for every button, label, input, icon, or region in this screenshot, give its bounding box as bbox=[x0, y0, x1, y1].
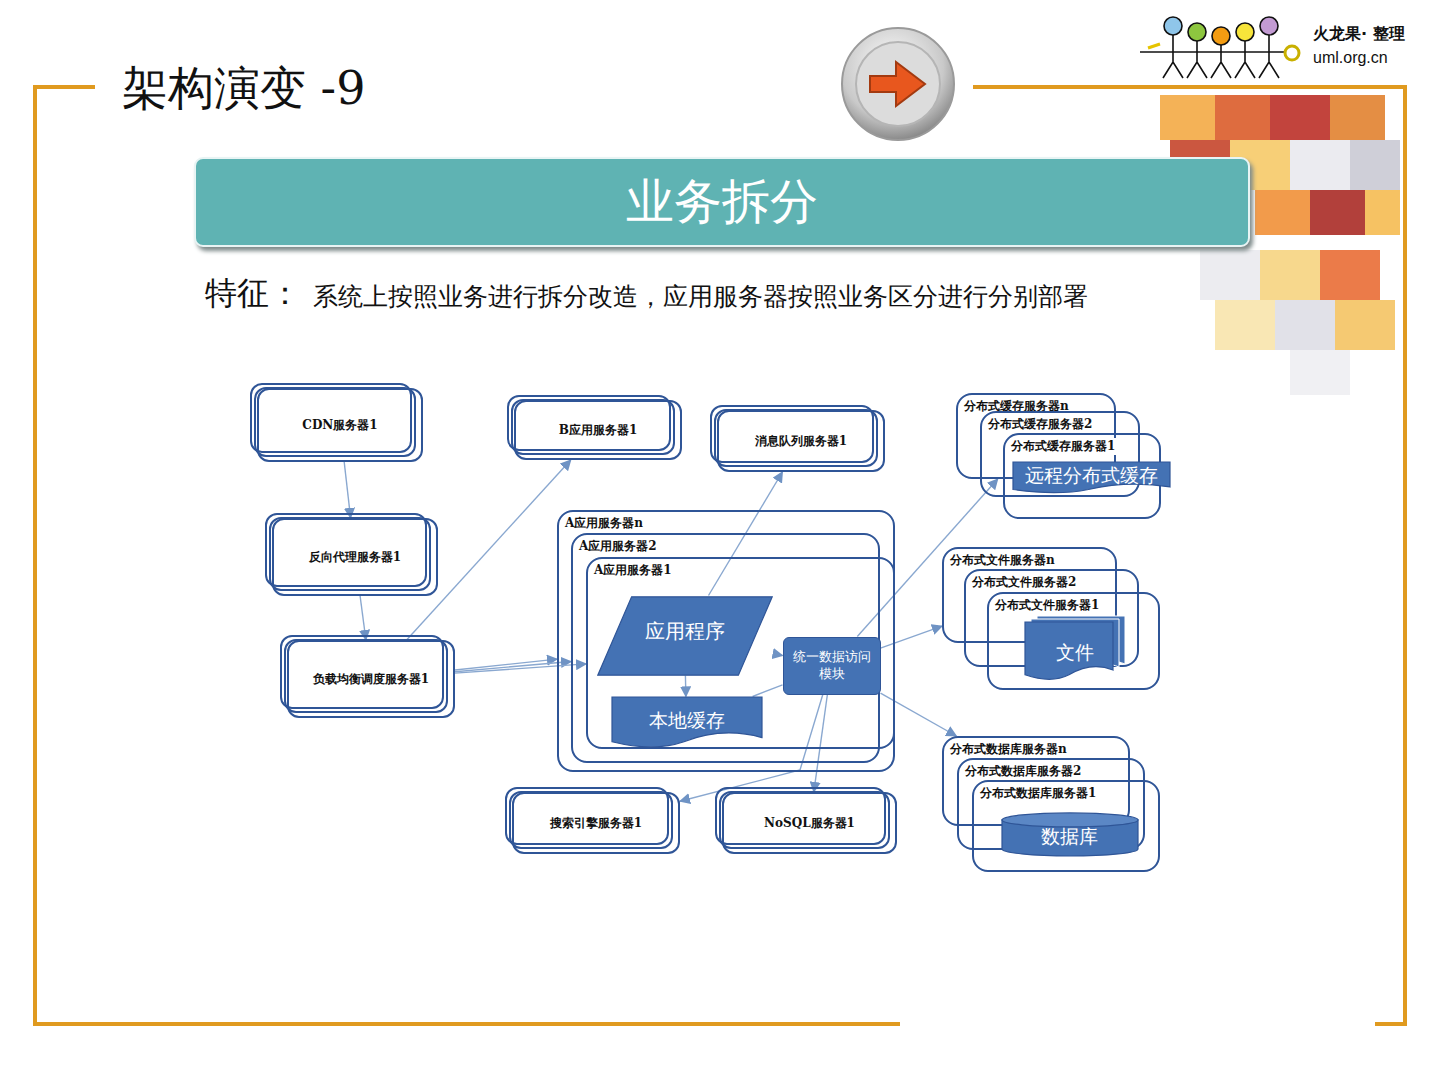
group-label: 分布式文件服务器n bbox=[949, 552, 1056, 569]
wave-fill bbox=[1013, 462, 1170, 493]
node-label: 应用程序 bbox=[645, 618, 725, 645]
node-label: 数据库 bbox=[1041, 824, 1098, 850]
group-label: 分布式缓存服务器1 bbox=[1010, 438, 1116, 455]
frame-lines bbox=[35, 87, 1405, 1024]
connector-arrow bbox=[753, 685, 783, 697]
group-label: A应用服务器2 bbox=[578, 538, 658, 555]
node-label: 本地缓存 bbox=[649, 708, 725, 734]
group-label: 分布式数据库服务器1 bbox=[979, 785, 1097, 802]
server-box: 负载均衡调度服务器1 bbox=[287, 640, 455, 718]
para-box: 应用程序 bbox=[596, 596, 774, 676]
group-label: 分布式文件服务器2 bbox=[971, 574, 1077, 591]
node-label: NoSQL服务器1 bbox=[764, 815, 855, 832]
group-label: 分布式数据库服务器2 bbox=[964, 763, 1082, 780]
connector-arrow bbox=[360, 596, 366, 640]
connector-arrow bbox=[881, 693, 957, 736]
connector-arrow bbox=[814, 695, 828, 793]
node-label: 反向代理服务器1 bbox=[309, 549, 401, 566]
server-box: NoSQL服务器1 bbox=[722, 792, 897, 854]
group-label: 分布式缓存服务器2 bbox=[987, 416, 1093, 433]
connector-arrow bbox=[774, 654, 783, 656]
wave-box: 远程分布式缓存 bbox=[1013, 462, 1170, 494]
node-label: 文件 bbox=[1056, 640, 1094, 666]
connector-arrow bbox=[685, 676, 687, 697]
server-box: 消息队列服务器1 bbox=[717, 410, 885, 472]
node-label: 业务拆分 bbox=[626, 170, 818, 234]
server-group-box: 分布式缓存服务器1 远程分布式缓存 bbox=[1003, 433, 1161, 519]
group-label: A应用服务器n bbox=[564, 515, 644, 532]
logo-url: uml.org.cn bbox=[1313, 49, 1388, 67]
doc-box: 文件 bbox=[1025, 622, 1125, 682]
node-label: 统一数据访问模块 bbox=[788, 649, 876, 682]
connector-arrow bbox=[455, 664, 586, 673]
wave-fill bbox=[612, 697, 762, 747]
group-label: 分布式数据库服务器n bbox=[949, 741, 1068, 758]
feature-text: 系统上按照业务进行拆分改造，应用服务器按照业务区分进行分别部署 bbox=[313, 280, 1088, 313]
cylinder-top bbox=[1002, 812, 1138, 826]
rect-box: 统一数据访问模块 bbox=[783, 637, 881, 695]
server-box: B应用服务器1 bbox=[514, 400, 682, 460]
connector-arrow bbox=[344, 462, 350, 518]
cyl-box: 数据库 bbox=[1002, 812, 1138, 856]
server-group-box: 分布式数据库服务器1 数据库 bbox=[972, 780, 1160, 872]
logo-text: 火龙果· 整理 bbox=[1313, 24, 1405, 45]
node-label: CDN服务器1 bbox=[302, 417, 377, 434]
title-banner: 业务拆分 bbox=[194, 157, 1250, 247]
server-box: 搜索引擎服务器1 bbox=[512, 792, 680, 854]
logo-figures bbox=[1140, 17, 1299, 78]
feature-heading: 特征： bbox=[205, 272, 301, 316]
node-label: 负载均衡调度服务器1 bbox=[313, 671, 429, 688]
node-label: 搜索引擎服务器1 bbox=[550, 815, 642, 832]
next-button bbox=[842, 28, 954, 140]
node-label: B应用服务器1 bbox=[559, 422, 638, 439]
group-label: A应用服务器1 bbox=[593, 562, 673, 579]
server-group-box: A应用服务器1 应用程序统一数据访问模块本地缓存 bbox=[586, 557, 895, 749]
connector-arrow bbox=[881, 626, 943, 648]
doc-front bbox=[1025, 622, 1113, 679]
parallelogram-fill bbox=[597, 596, 771, 674]
server-box: CDN服务器1 bbox=[257, 388, 423, 462]
slide-title: 架构演变 -9 bbox=[122, 58, 365, 120]
node-label: 远程分布式缓存 bbox=[1025, 463, 1158, 489]
server-box: 反向代理服务器1 bbox=[272, 518, 438, 596]
node-label: 消息队列服务器1 bbox=[755, 433, 847, 450]
wave-box: 本地缓存 bbox=[612, 697, 762, 749]
server-group-box: 分布式文件服务器1 文件 bbox=[987, 592, 1160, 690]
group-label: 分布式文件服务器1 bbox=[994, 597, 1100, 614]
